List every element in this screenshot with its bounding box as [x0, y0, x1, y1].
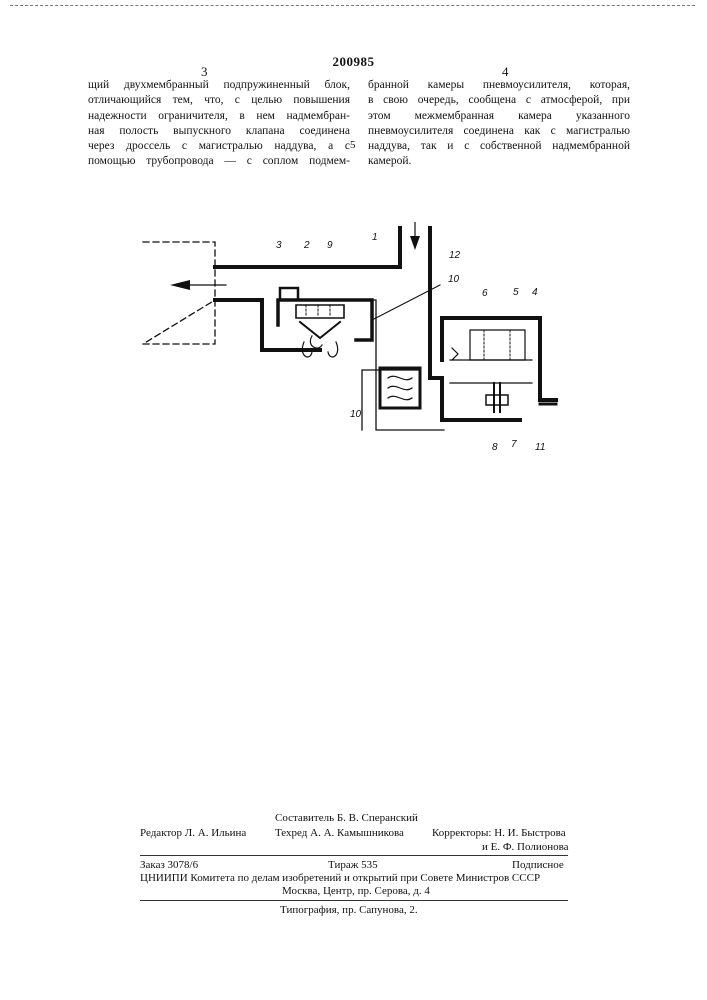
print-run: Тираж 535 — [328, 859, 378, 871]
divider — [140, 900, 568, 901]
label-1: 1 — [372, 232, 378, 243]
label-10-upper: 10 — [448, 274, 460, 285]
schematic-figure: 1 2 3 4 5 6 7 8 9 10 10 11 12 — [0, 0, 707, 520]
label-2: 2 — [303, 240, 310, 251]
divider — [140, 855, 568, 856]
institute-line: ЦНИИПИ Комитета по делам изобретений и о… — [140, 872, 540, 884]
label-12: 12 — [449, 250, 461, 261]
diaphragm-block-6 — [470, 330, 525, 360]
valve-diaphragm — [296, 305, 344, 318]
address-line: Москва, Центр, пр. Серова, д. 4 — [282, 885, 430, 897]
label-11: 11 — [535, 442, 545, 453]
label-9: 9 — [327, 240, 333, 251]
choke-3 — [280, 288, 298, 300]
label-4: 4 — [532, 287, 538, 298]
printing-house: Типография, пр. Сапунова, 2. — [280, 904, 418, 916]
subscription: Подписное — [512, 859, 564, 871]
editor-line: Редактор Л. А. Ильина — [140, 827, 246, 839]
label-3: 3 — [276, 240, 282, 251]
techred-line: Техред А. А. Камышникова — [275, 827, 404, 839]
engine-outline — [143, 242, 215, 344]
label-7: 7 — [511, 439, 517, 450]
correctors-line: Корректоры: Н. И. Быстрова — [432, 827, 566, 839]
arrow-head — [170, 280, 190, 290]
nozzle-8 — [494, 383, 500, 412]
label-5: 5 — [513, 287, 519, 298]
valve-plate — [300, 322, 340, 338]
correctors-line-2: и Е. Ф. Полионова — [482, 841, 569, 853]
label-10-lower: 10 — [350, 409, 362, 420]
label-6: 6 — [482, 288, 488, 299]
order-number: Заказ 3078/6 — [140, 859, 198, 871]
label-8: 8 — [492, 442, 498, 453]
compiler-line: Составитель Б. В. Сперанский — [275, 812, 418, 824]
